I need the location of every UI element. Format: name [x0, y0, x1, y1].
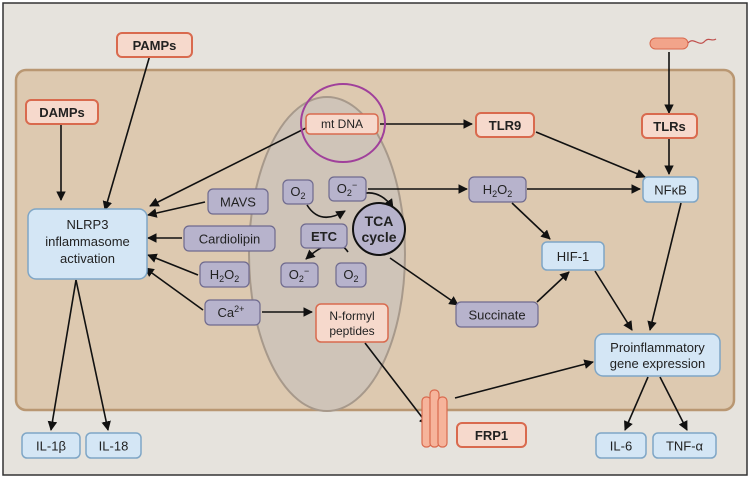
receptor-icon	[421, 389, 448, 448]
tca-label-1: TCA	[365, 213, 394, 229]
proinflammatory-label-2: gene expression	[610, 356, 705, 371]
pamps-box: PAMPs	[116, 32, 193, 58]
tnfa-box: TNF-α	[652, 432, 717, 459]
tlrs-label: TLRs	[653, 119, 686, 134]
tnfa-label: TNF-α	[666, 439, 704, 454]
mavs-label: MAVS	[220, 195, 256, 210]
damps-box: DAMPs	[25, 99, 99, 125]
tlr9-label: TLR9	[489, 118, 522, 133]
h2o2-left-label: H2O2	[210, 267, 240, 284]
tca-cycle-circle: TCA cycle	[352, 202, 406, 256]
o2-c-label: O2−	[289, 266, 309, 284]
nfkb-box: NFκB	[642, 176, 699, 203]
proinflammatory-label-1: Proinflammatory	[610, 340, 705, 355]
o2-box-d: O2	[335, 262, 367, 288]
mtdna-label: mt DNA	[321, 117, 363, 131]
il18-box: IL-18	[85, 432, 142, 459]
mavs-box: MAVS	[207, 188, 269, 215]
proinflammatory-box: Proinflammatory gene expression	[594, 333, 721, 377]
il6-box: IL-6	[595, 432, 647, 459]
nlrp3-label-1: NLRP3	[67, 217, 109, 232]
h2o2-left-box: H2O2	[199, 261, 250, 288]
o2-d-label: O2	[343, 267, 358, 284]
hif1-label: HIF-1	[557, 249, 590, 264]
nformyl-label-2: peptides	[329, 324, 374, 338]
cardiolipin-box: Cardiolipin	[183, 225, 276, 252]
tca-label-2: cycle	[361, 229, 396, 245]
frp1-box: FRP1	[456, 422, 527, 448]
frp1-label: FRP1	[475, 428, 508, 443]
nfkb-label: NFκB	[654, 183, 687, 198]
hif1-box: HIF-1	[541, 241, 605, 271]
h2o2-right-label: H2O2	[483, 182, 513, 199]
damps-label: DAMPs	[39, 105, 85, 120]
etc-box: ETC	[300, 223, 348, 249]
nlrp3-label-2: inflammasome	[45, 234, 130, 249]
mtdna-ring	[300, 83, 386, 163]
o2-a-label: O2	[290, 184, 305, 201]
il6-label: IL-6	[610, 439, 632, 454]
calcium-label: Ca2+	[218, 304, 245, 320]
o2-box-a: O2	[282, 179, 314, 205]
il1b-label: IL-1β	[36, 439, 66, 454]
o2-box-b: O2−	[328, 176, 367, 202]
nformyl-box: N-formyl peptides	[315, 303, 389, 343]
bacterium-icon	[649, 37, 717, 50]
etc-label: ETC	[311, 229, 338, 244]
il18-label: IL-18	[99, 439, 129, 454]
calcium-box: Ca2+	[204, 299, 261, 326]
mtdna-group: mt DNA	[300, 83, 386, 163]
pamps-label: PAMPs	[133, 38, 177, 53]
cardiolipin-label: Cardiolipin	[199, 232, 260, 247]
tlr9-box: TLR9	[475, 112, 535, 138]
nformyl-label-1: N-formyl	[329, 309, 374, 323]
nlrp3-label-3: activation	[60, 251, 115, 266]
arrows	[47, 52, 688, 431]
o2-b-label: O2−	[337, 180, 357, 198]
succinate-box: Succinate	[455, 301, 539, 328]
tlrs-box: TLRs	[641, 113, 698, 139]
h2o2-right-box: H2O2	[468, 176, 527, 203]
succinate-label: Succinate	[468, 308, 525, 323]
o2-box-c: O2−	[280, 262, 319, 288]
il1b-box: IL-1β	[21, 432, 81, 459]
nlrp3-box: NLRP3 inflammasome activation	[27, 208, 148, 280]
